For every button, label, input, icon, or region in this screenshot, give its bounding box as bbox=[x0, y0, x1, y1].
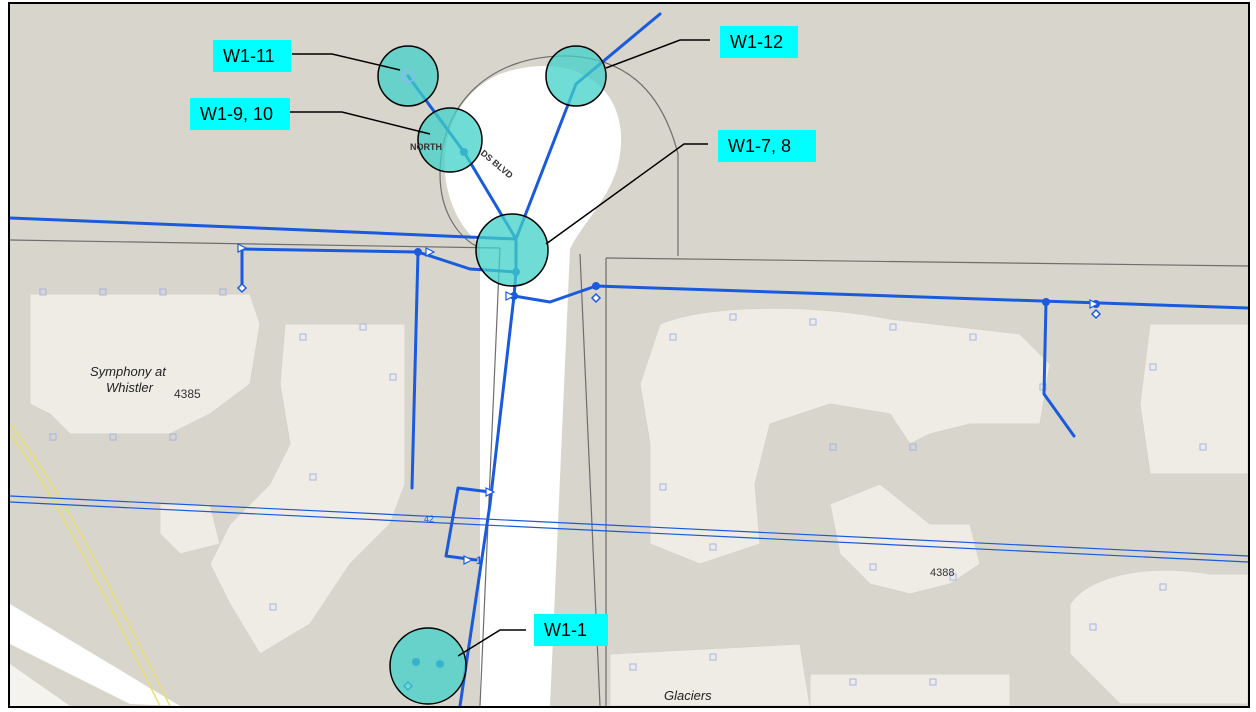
highlight-w1-9-10 bbox=[417, 107, 483, 173]
callout-w1-11: W1-11 bbox=[213, 40, 291, 72]
highlight-w1-11 bbox=[377, 45, 439, 107]
leader-lines bbox=[290, 39, 710, 657]
valve-node bbox=[592, 282, 600, 290]
building-south-west bbox=[159, 503, 221, 555]
parcel-4388-label: 4388 bbox=[930, 567, 954, 579]
edge-markers bbox=[39, 288, 1207, 686]
parcel-4385-label: 4385 bbox=[174, 387, 201, 401]
highlight-w1-12 bbox=[545, 45, 607, 107]
place-name-line2: Whistler bbox=[106, 380, 154, 395]
main-bypass bbox=[444, 486, 492, 562]
glaciers-label-line1: Glaciers bbox=[664, 688, 712, 703]
highlight-w1-7-8 bbox=[475, 213, 549, 287]
buildings bbox=[29, 293, 1248, 706]
contour-lines bbox=[10, 423, 171, 706]
pipe-label: 42 bbox=[424, 514, 434, 524]
map-labels: NORTH DS BLVD Symphony at Whistler 4385 … bbox=[90, 142, 954, 703]
highlight-circles bbox=[377, 45, 607, 705]
callout-w1-12: W1-12 bbox=[720, 26, 798, 58]
building-glaciers-east bbox=[809, 673, 1011, 706]
place-name-line1: Symphony at bbox=[90, 364, 167, 379]
main-east bbox=[512, 284, 1248, 310]
building-gbay-southeast bbox=[1069, 569, 1248, 705]
main-west bbox=[10, 216, 518, 241]
map-frame: NORTH DS BLVD Symphony at Whistler 4385 … bbox=[8, 2, 1250, 708]
callout-w1-9-10: W1-9, 10 bbox=[190, 98, 290, 130]
gate-valves bbox=[237, 243, 1100, 565]
highlight-w1-1 bbox=[389, 627, 467, 705]
main-service bbox=[240, 247, 420, 254]
callout-w1-1: W1-1 bbox=[534, 614, 608, 646]
main-lateral bbox=[410, 250, 420, 490]
callout-w1-7-8: W1-7, 8 bbox=[718, 130, 816, 162]
valve-number-label: 1 bbox=[476, 555, 482, 567]
utility-map[interactable]: NORTH DS BLVD Symphony at Whistler 4385 … bbox=[10, 4, 1248, 706]
street-label: NORTH bbox=[410, 142, 442, 152]
main-north-diagonal bbox=[514, 82, 578, 241]
west-road-lower bbox=[10, 664, 70, 706]
building-gbay-northeast bbox=[1139, 323, 1248, 475]
building-gbay-main bbox=[639, 307, 1051, 565]
valve-node bbox=[1042, 298, 1050, 306]
building-symphony bbox=[29, 293, 261, 435]
parcel-lines bbox=[10, 55, 1248, 706]
west-road bbox=[10, 604, 180, 706]
transmission-line bbox=[10, 495, 1248, 563]
main-east-lateral bbox=[1042, 300, 1076, 438]
valve-node bbox=[414, 248, 422, 256]
building-symphony-east bbox=[209, 323, 406, 655]
building-glaciers bbox=[609, 643, 811, 706]
highlight-markers bbox=[401, 69, 415, 83]
